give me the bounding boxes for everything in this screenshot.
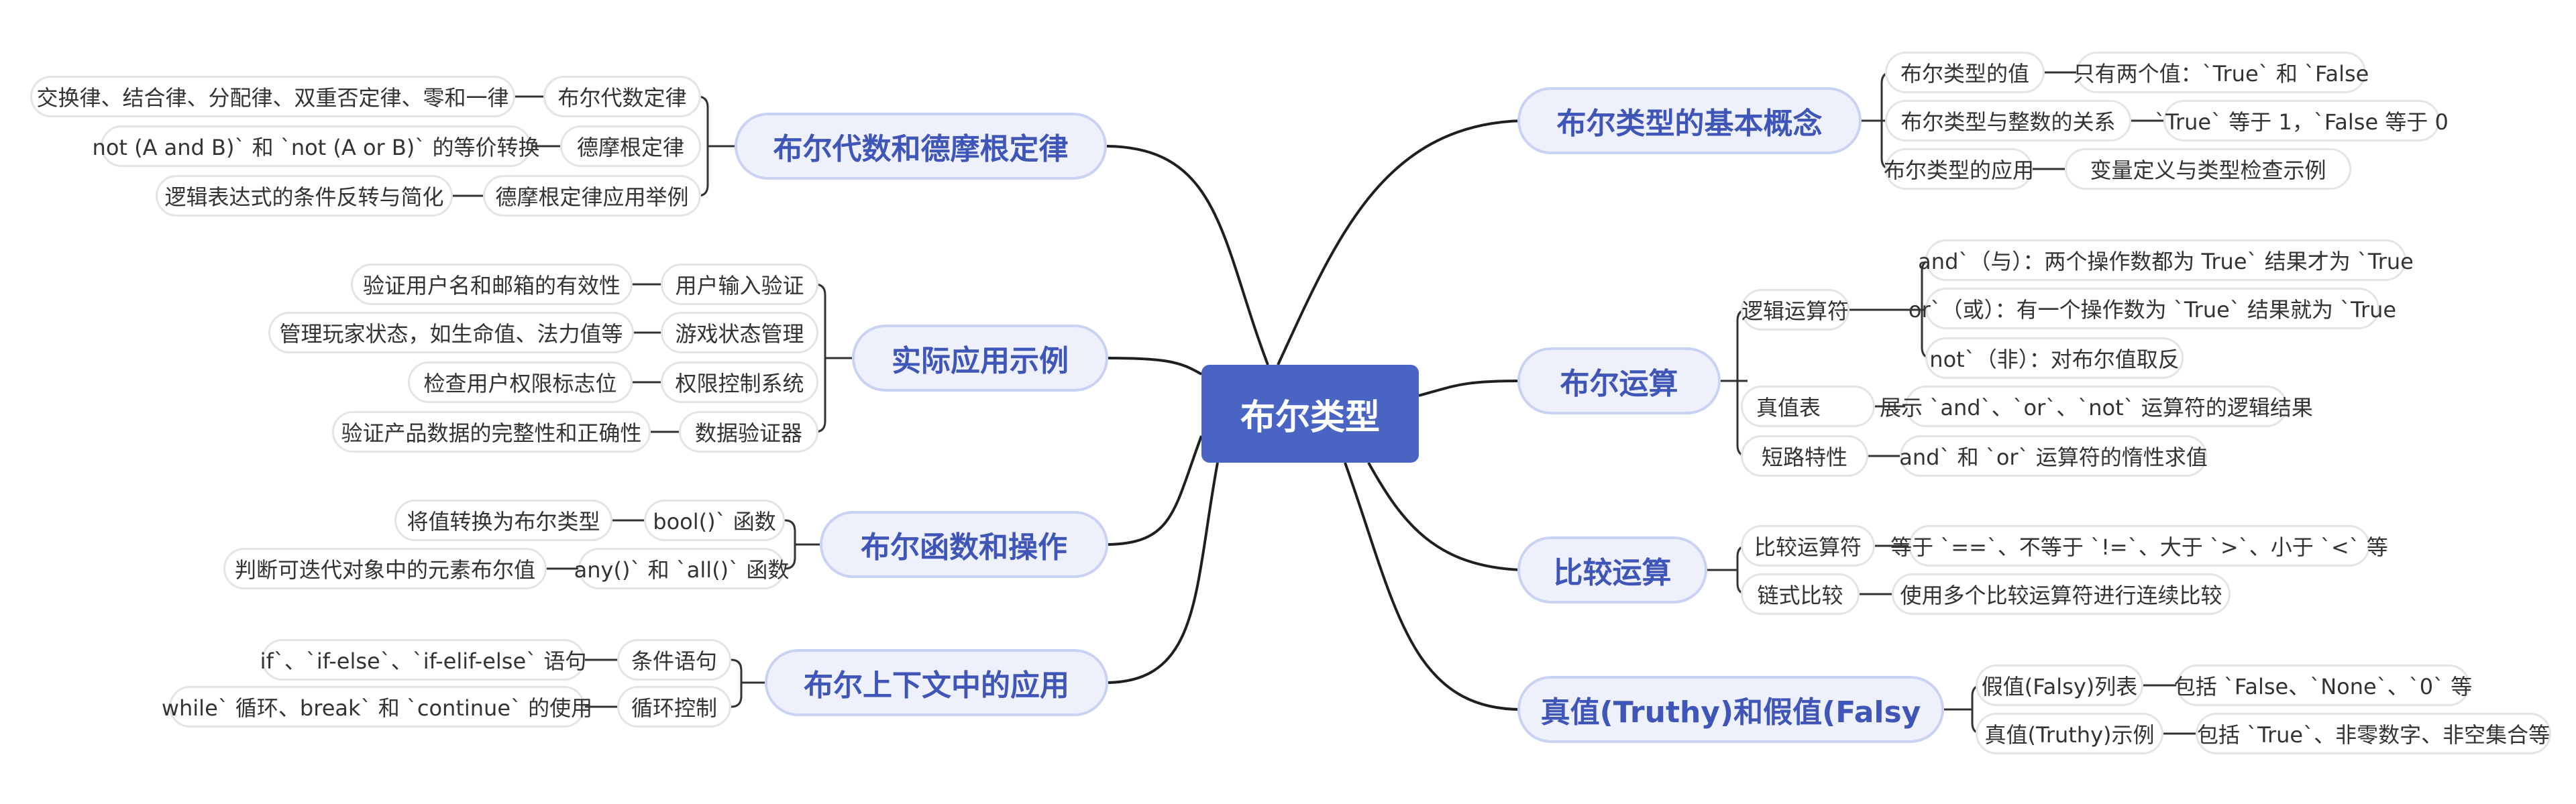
detail-logic-not[interactable]: not`（非）：对布尔值取反 [1925, 337, 2184, 379]
detail-logic-or[interactable]: or`（或）：有一个操作数为 `True` 结果就为 `True [1909, 288, 2396, 329]
branch-truthy-falsy[interactable]: 真值(Truthy)和假值(Falsy [1517, 676, 1944, 743]
detail-truth-table[interactable]: 展示 `and`、`or`、`not` 运算符的逻辑结果 [1880, 386, 2313, 427]
branch-comparison[interactable]: 比较运算 [1517, 536, 1707, 604]
detail-conditional-statements[interactable]: if`、`if-else`、`if-elif-else` 语句 [260, 639, 586, 681]
detail-comparison-operators[interactable]: 等于 `==`、不等于 `!=`、大于 `>`、小于 `<` 等 [1890, 525, 2388, 567]
leaf-bool-function[interactable]: bool()` 函数 [644, 500, 785, 541]
detail-logic-and[interactable]: and`（与）：两个操作数都为 True` 结果才为 `True [1918, 239, 2414, 281]
branch-boolean-context[interactable]: 布尔上下文中的应用 [765, 649, 1108, 716]
detail-basics-int[interactable]: `True` 等于 1，`False 等于 0 [2155, 100, 2449, 141]
leaf-user-input-validation[interactable]: 用户输入验证 [661, 264, 818, 305]
root-topic[interactable]: 布尔类型 [1201, 365, 1419, 463]
leaf-chained-comparison[interactable]: 链式比较 [1741, 573, 1860, 615]
link-root-basics [1277, 119, 1523, 365]
detail-permission-control[interactable]: 检查用户权限标志位 [408, 361, 633, 403]
leaf-basics-usage[interactable]: 布尔类型的应用 [1884, 148, 2034, 190]
detail-falsy-list[interactable]: 包括 `False、`None`、`0` 等 [2174, 665, 2472, 706]
leaf-permission-control[interactable]: 权限控制系统 [661, 361, 818, 403]
link-root-context [1108, 462, 1219, 684]
leaf-comparison-operators[interactable]: 比较运算符 [1741, 525, 1875, 567]
detail-game-state[interactable]: 管理玩家状态，如生命值、法力值等 [268, 312, 634, 353]
leaf-data-validator[interactable]: 数据验证器 [679, 411, 818, 453]
link-root-functions [1108, 435, 1203, 546]
detail-chained-comparison[interactable]: 使用多个比较运算符进行连续比较 [1892, 573, 2231, 615]
link-root-operations [1418, 380, 1522, 397]
branch-boolean-functions[interactable]: 布尔函数和操作 [820, 511, 1108, 578]
detail-demorgan-law[interactable]: not (A and B)` 和 `not (A or B)` 的等价转换 [93, 125, 539, 167]
detail-bool-function[interactable]: 将值转换为布尔类型 [394, 500, 612, 541]
leaf-short-circuit[interactable]: 短路特性 [1741, 435, 1868, 477]
detail-user-input-validation[interactable]: 验证用户名和邮箱的有效性 [351, 264, 633, 305]
link-root-truthy [1344, 462, 1522, 711]
leaf-demorgan-law[interactable]: 德摩根定律 [560, 125, 701, 167]
detail-algebra-laws[interactable]: 交换律、结合律、分配律、双重否定律、零和一律 [30, 76, 515, 117]
link-root-practice [1108, 357, 1203, 376]
link-root-algebra [1106, 145, 1269, 365]
leaf-game-state[interactable]: 游戏状态管理 [661, 312, 818, 353]
leaf-basics-value[interactable]: 布尔类型的值 [1885, 52, 2045, 93]
detail-data-validator[interactable]: 验证产品数据的完整性和正确性 [332, 411, 651, 453]
branch-operations[interactable]: 布尔运算 [1517, 347, 1721, 414]
leaf-basics-int[interactable]: 布尔类型与整数的关系 [1885, 100, 2131, 141]
link-root-comparison [1367, 462, 1522, 571]
leaf-conditional-statements[interactable]: 条件语句 [617, 639, 731, 681]
detail-short-circuit[interactable]: and` 和 `or` 运算符的惰性求值 [1899, 435, 2208, 477]
leaf-logic-operators[interactable]: 逻辑运算符 [1741, 289, 1849, 331]
leaf-any-all-function[interactable]: any()` 和 `all()` 函数 [574, 548, 789, 589]
leaf-demorgan-example[interactable]: 德摩根定律应用举例 [483, 175, 701, 217]
leaf-falsy-list[interactable]: 假值(Falsy)列表 [1976, 665, 2143, 706]
leaf-truth-table[interactable]: 真值表 [1741, 386, 1875, 427]
leaf-algebra-laws[interactable]: 布尔代数定律 [543, 76, 701, 117]
detail-demorgan-example[interactable]: 逻辑表达式的条件反转与简化 [156, 175, 453, 217]
leaf-truthy-example[interactable]: 真值(Truthy)示例 [1976, 713, 2163, 754]
branch-basics[interactable]: 布尔类型的基本概念 [1517, 87, 1862, 154]
branch-boolean-algebra[interactable]: 布尔代数和德摩根定律 [735, 113, 1107, 180]
detail-truthy-example[interactable]: 包括 `True`、非零数字、非空集合等 [2196, 713, 2551, 754]
branch-practical-examples[interactable]: 实际应用示例 [852, 325, 1108, 392]
leaf-loop-control[interactable]: 循环控制 [617, 686, 731, 728]
detail-any-all-function[interactable]: 判断可迭代对象中的元素布尔值 [223, 548, 547, 589]
detail-loop-control[interactable]: while` 循环、break` 和 `continue` 的使用 [162, 686, 592, 728]
detail-basics-value[interactable]: 只有两个值：`True` 和 `False [2074, 52, 2369, 93]
detail-basics-usage[interactable]: 变量定义与类型检查示例 [2065, 148, 2351, 190]
